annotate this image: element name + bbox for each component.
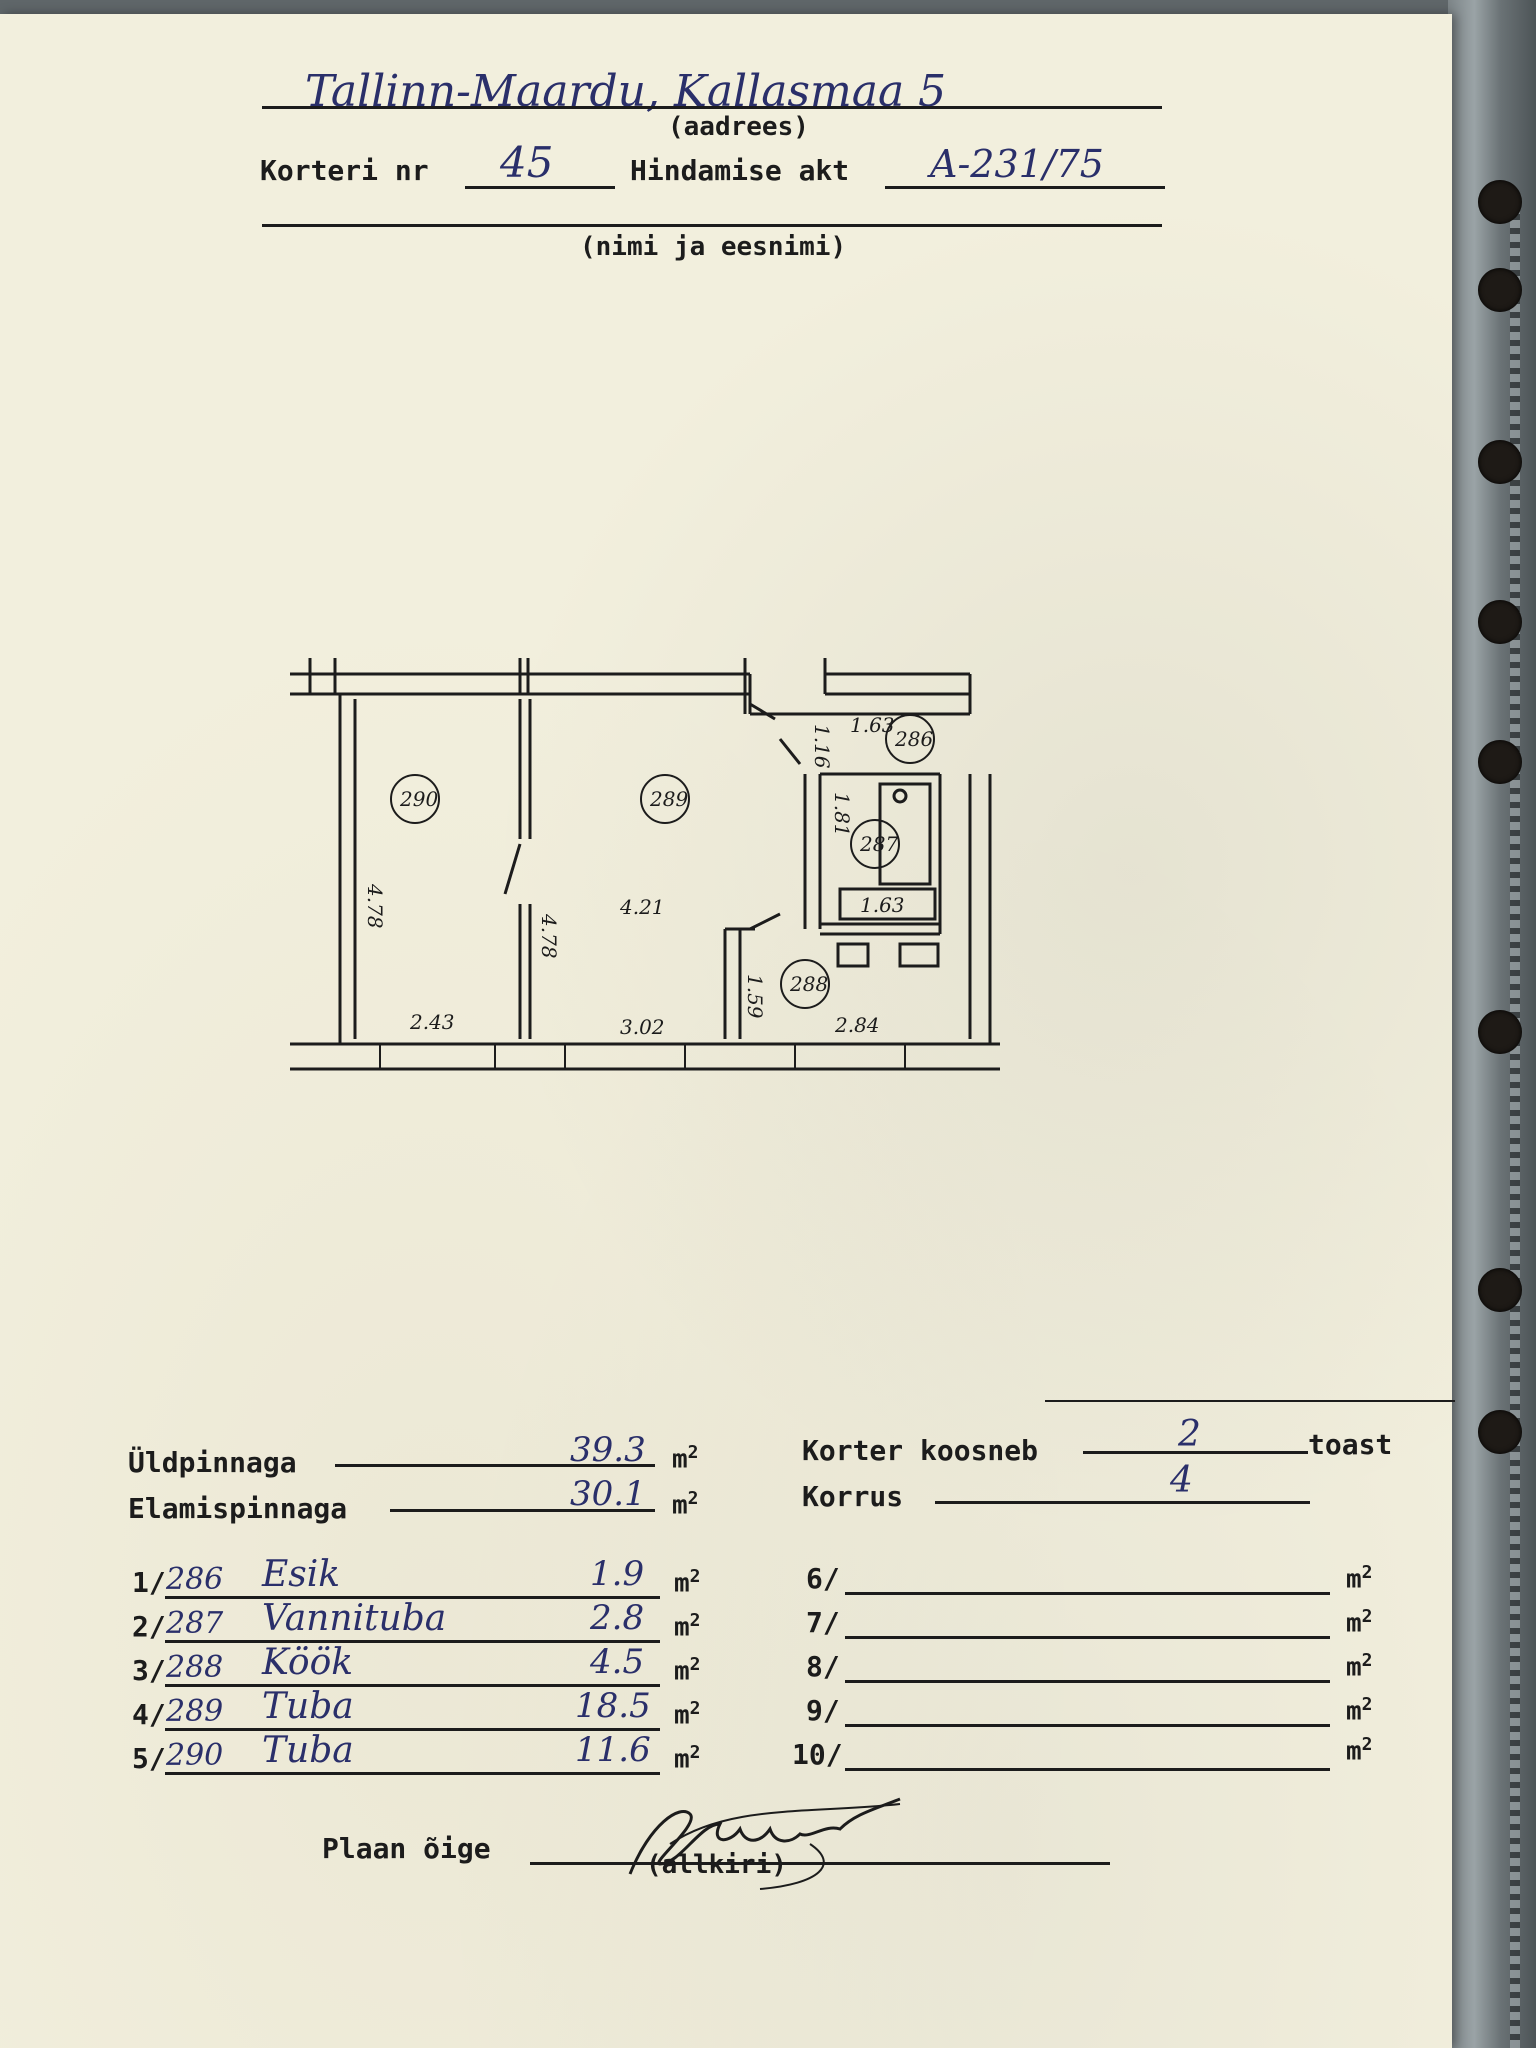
binder-hole [1478, 440, 1522, 484]
binder-hole [1478, 600, 1522, 644]
living-area-value: 30.1 [570, 1474, 646, 1514]
room-289-width: 3.02 [620, 1015, 665, 1039]
total-area-label: Üldpinnaga [128, 1446, 297, 1479]
binder-hole [1478, 1410, 1522, 1454]
floor-label: Korrus [802, 1480, 904, 1513]
room-286-length: 1.16 [810, 724, 834, 769]
rooms-count-value: 2 [1178, 1414, 1201, 1455]
room-288-width: 2.84 [834, 1013, 880, 1037]
room-287-length: 1.81 [830, 792, 854, 837]
rooms-count-label: Korter koosneb [802, 1434, 1039, 1467]
plan-correct-label: Plaan õige [322, 1832, 491, 1865]
binder-hole [1478, 180, 1522, 224]
binder-perforation [1510, 200, 1520, 2048]
rooms-suffix: toast [1308, 1428, 1393, 1461]
room-289-label: 289 [649, 787, 688, 811]
name-caption: (nimi ja eesnimi) [580, 232, 847, 262]
apartment-value: 45 [500, 138, 554, 187]
binder-hole [1478, 268, 1522, 312]
room-286-width: 1.63 [850, 713, 895, 737]
signature-line [530, 1862, 1110, 1865]
document-sheet: Tallinn-Maardu, Kallasmaa 5 (aadrees) Ko… [0, 14, 1455, 2048]
room-289-extra: 4.21 [619, 895, 665, 919]
room-290-length: 4.78 [363, 883, 387, 929]
binder-hole [1478, 740, 1522, 784]
living-area-unit: m2 [672, 1488, 699, 1521]
floor-value: 4 [1170, 1460, 1193, 1501]
name-line [262, 224, 1162, 227]
floor-plan: 290 289 286 287 288 2.43 4.78 4.78 3.02 … [290, 658, 1000, 1071]
apartment-label: Korteri nr [260, 154, 429, 187]
room-290-width: 2.43 [409, 1010, 455, 1034]
signature-caption: (allkiri) [646, 1850, 787, 1880]
address-line [262, 106, 1162, 109]
assessment-label: Hindamise akt [630, 154, 850, 187]
binder-hole [1478, 1010, 1522, 1054]
signature [628, 1797, 901, 1890]
address-caption: (aadrees) [668, 112, 809, 142]
address-value: Tallinn-Maardu, Kallasmaa 5 [305, 66, 947, 117]
room-287-width: 1.63 [860, 893, 905, 917]
total-area-unit: m2 [672, 1442, 699, 1475]
living-area-label: Elamispinnaga [128, 1492, 348, 1525]
room-286-label: 286 [894, 727, 933, 751]
room-289-length: 4.78 [537, 913, 561, 959]
room-290-label: 290 [399, 787, 438, 811]
total-area-value: 39.3 [570, 1430, 646, 1470]
assessment-value: A-231/75 [930, 142, 1104, 186]
room-288-label: 288 [789, 972, 828, 996]
room-288-length: 1.59 [743, 974, 767, 1019]
binder-hole [1478, 1268, 1522, 1312]
room-287-label: 287 [859, 832, 898, 856]
